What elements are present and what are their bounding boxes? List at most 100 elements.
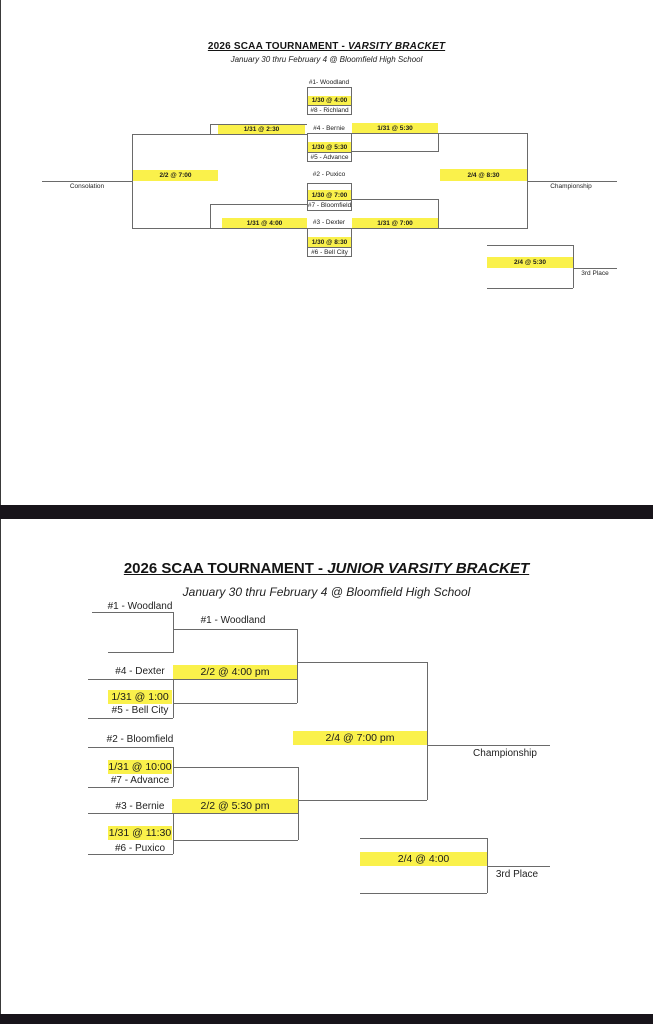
- bracket-hline: [360, 838, 487, 839]
- bracket-vline: [210, 124, 211, 134]
- team-label-richland: #8 - Richland: [310, 106, 349, 114]
- game-box-1: 1/30 @ 4:00 #8 - Richland: [307, 87, 352, 115]
- consolation-line: [42, 181, 132, 182]
- team-label-bernie: #4 - Bernie: [313, 125, 345, 132]
- jv-third-place-label: 3rd Place: [495, 869, 539, 880]
- jv-championship-label: Championship: [473, 748, 537, 759]
- bracket-hline: [487, 245, 573, 246]
- team-label-dexter: #3 - Dexter: [312, 219, 346, 226]
- bracket-vline: [573, 245, 574, 288]
- team-label-bellcity: #6 - Bell City: [311, 248, 348, 256]
- bracket-hline: [88, 718, 173, 719]
- page-left-edge: [0, 519, 1, 1014]
- jv-title-emphasis: JUNIOR VARSITY BRACKET: [327, 560, 530, 577]
- jv-third-place-line: [487, 866, 550, 867]
- team-label-bloomfield: #7 - Bloomfield: [307, 202, 352, 209]
- team-label-puxico: #2 - Puxico: [312, 171, 346, 178]
- semifinal2-time-highlight: 1/31 @ 7:00: [352, 218, 438, 228]
- championship-line: [527, 181, 617, 182]
- consolation-semi1-time-highlight: 1/31 @ 2:30: [218, 124, 305, 134]
- bracket-hline: [132, 134, 307, 135]
- bracket-hline: [173, 703, 297, 704]
- jv-semifinal2-time-highlight: 2/2 @ 5:30 pm: [172, 799, 298, 813]
- bracket-vline: [438, 133, 439, 152]
- bracket-hline: [352, 199, 438, 200]
- varsity-title: 2026 SCAA TOURNAMENT - VARSITY BRACKET: [0, 41, 653, 52]
- team-label-woodland-r1: #1 - Woodland: [107, 601, 173, 612]
- bracket-vline: [427, 662, 428, 800]
- bracket-vline: [298, 767, 299, 840]
- team-label-dexter: #4 - Dexter: [115, 666, 165, 677]
- game-box-spacer: [308, 184, 351, 190]
- team-label-puxico: #6 - Puxico: [114, 843, 166, 854]
- game-box-4: 1/30 @ 8:30 #6 - Bell City: [307, 228, 352, 257]
- consolation-semi2-time-highlight: 1/31 @ 4:00: [222, 218, 307, 228]
- bracket-hline: [173, 840, 298, 841]
- jv-title: 2026 SCAA TOURNAMENT - JUNIOR VARSITY BR…: [0, 560, 653, 577]
- bracket-vline: [173, 679, 174, 718]
- bracket-hline: [92, 612, 173, 613]
- team-label-bellcity: #5 - Bell City: [111, 705, 169, 716]
- bracket-hline: [88, 747, 173, 748]
- team-label-advance: #7 - Advance: [110, 775, 170, 786]
- bracket-hline: [297, 662, 427, 663]
- varsity-title-emphasis: VARSITY BRACKET: [348, 41, 446, 52]
- game1-time-highlight: 1/30 @ 4:00: [308, 96, 351, 106]
- bracket-hline: [132, 228, 307, 229]
- game-box-2: 1/30 @ 5:30 #5 - Advance: [307, 133, 352, 162]
- bracket-hline: [108, 652, 173, 653]
- bracket-hline: [173, 767, 298, 768]
- varsity-subtitle: January 30 thru February 4 @ Bloomfield …: [230, 55, 423, 64]
- bracket-vline: [173, 813, 174, 854]
- jv-subtitle: January 30 thru February 4 @ Bloomfield …: [182, 585, 471, 599]
- jv-championship-time-highlight: 2/4 @ 7:00 pm: [293, 731, 427, 745]
- bracket-vline: [487, 838, 488, 893]
- bracket-hline: [88, 813, 298, 814]
- jv-title-prefix: 2026 SCAA TOURNAMENT -: [123, 560, 328, 577]
- bracket-hline: [352, 228, 527, 229]
- varsity-bracket-page: 2026 SCAA TOURNAMENT - VARSITY BRACKET J…: [0, 0, 653, 505]
- bracket-hline: [173, 629, 297, 630]
- jv-game1-time-highlight: 1/31 @ 1:00: [108, 690, 172, 704]
- jv-championship-line: [427, 745, 550, 746]
- consolation-final-time-highlight: 2/2 @ 7:00: [133, 170, 218, 181]
- bracket-hline: [210, 204, 307, 205]
- bracket-vline: [210, 204, 211, 228]
- game-box-spacer: [308, 229, 351, 237]
- bracket-hline: [352, 133, 527, 134]
- bracket-hline: [360, 893, 487, 894]
- bracket-hline: [487, 288, 573, 289]
- bracket-vline: [173, 612, 174, 653]
- jv-semifinal1-time-highlight: 2/2 @ 4:00 pm: [173, 665, 297, 679]
- game-box-spacer: [308, 88, 351, 96]
- championship-time-highlight: 2/4 @ 8:30: [440, 169, 527, 181]
- team-label-bloomfield: #2 - Bloomfield: [106, 734, 174, 745]
- third-place-label: 3rd Place: [581, 270, 609, 277]
- varsity-title-prefix: 2026 SCAA TOURNAMENT -: [207, 41, 349, 52]
- jv-third-place-time-highlight: 2/4 @ 4:00: [360, 852, 487, 866]
- third-place-line: [573, 268, 617, 269]
- bracket-hline: [210, 124, 307, 125]
- jv-game2-time-highlight: 1/31 @ 10:00: [108, 760, 172, 774]
- game-box-3: 1/30 @ 7:00 #7 - Bloomfield: [307, 183, 352, 211]
- game4-time-highlight: 1/30 @ 8:30: [308, 237, 351, 248]
- championship-label: Championship: [550, 183, 592, 190]
- bracket-hline: [298, 800, 427, 801]
- page-left-edge: [0, 0, 1, 505]
- bracket-hline: [88, 787, 173, 788]
- game2-time-highlight: 1/30 @ 5:30: [308, 142, 351, 153]
- divider-bar-bottom: [0, 1014, 653, 1024]
- jv-bracket-page: 2026 SCAA TOURNAMENT - JUNIOR VARSITY BR…: [0, 519, 653, 1014]
- bracket-vline: [132, 134, 133, 229]
- bracket-hline: [88, 679, 297, 680]
- bracket-vline: [438, 199, 439, 228]
- jv-game3-time-highlight: 1/31 @ 11:30: [108, 826, 172, 840]
- bracket-vline: [297, 629, 298, 703]
- game3-time-highlight: 1/30 @ 7:00: [308, 190, 351, 201]
- team-label-advance: #5 - Advance: [310, 153, 349, 161]
- game-box-spacer: [308, 134, 351, 142]
- divider-bar-top: [0, 505, 653, 519]
- bracket-hline: [88, 854, 173, 855]
- bracket-hline: [352, 151, 438, 152]
